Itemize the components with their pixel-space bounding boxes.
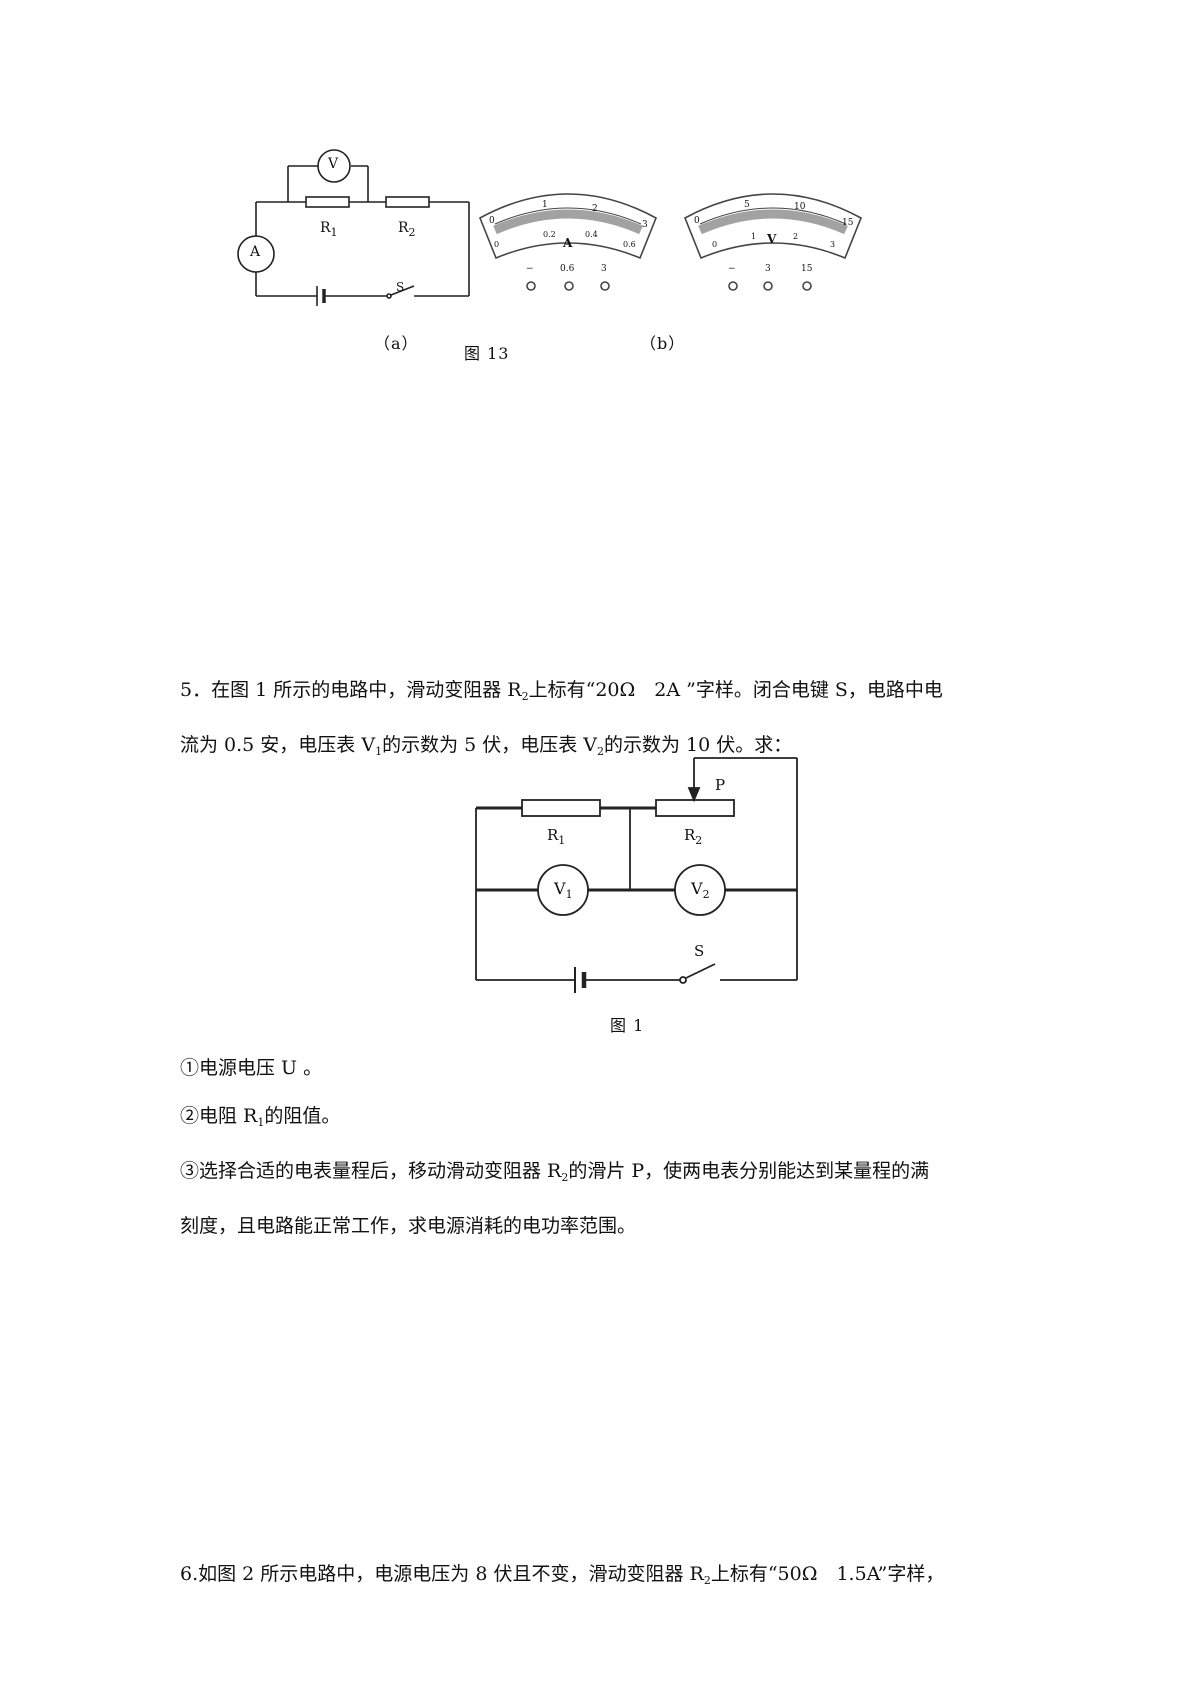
question-6-stem: 6.如图 2 所示电路中，电源电压为 8 伏且不变，滑动变阻器 R2上标有“50… bbox=[180, 1550, 1020, 1605]
figure-13: V A R1 R2 S 0 1 2 3 0 0.2 0.4 0.6 A − 0.… bbox=[0, 0, 1191, 380]
ammeter-top-scale-1: 1 bbox=[542, 200, 548, 210]
voltmeter-top-scale-5: 5 bbox=[744, 200, 750, 210]
ammeter-terminal-0-6: 0.6 bbox=[560, 264, 575, 274]
voltmeter-terminal-neg: − bbox=[728, 264, 736, 274]
ammeter-bottom-scale-1: 0.2 bbox=[543, 230, 556, 239]
q5-line-1: 5．在图 1 所示的电路中，滑动变阻器 R2上标有“20Ω 2A ”字样。闭合电… bbox=[180, 679, 943, 703]
ammeter-bottom-scale-0: 0 bbox=[494, 240, 500, 249]
ammeter-terminal-3: 3 bbox=[601, 264, 607, 274]
voltmeter-bottom-scale-0: 0 bbox=[712, 240, 718, 249]
q5-line-2: 流为 0.5 安，电压表 V1的示数为 5 伏，电压表 V2的示数为 10 伏。… bbox=[180, 734, 793, 758]
fig13-r2-label: R2 bbox=[398, 220, 416, 239]
fig13-switch-label: S bbox=[396, 280, 405, 294]
ammeter-dial bbox=[478, 193, 658, 291]
voltmeter-unit: V bbox=[767, 232, 777, 246]
ammeter-bottom-scale-2: 0.4 bbox=[585, 230, 598, 239]
figure-13-drawing bbox=[237, 149, 863, 306]
fig1-switch-label: S bbox=[694, 942, 705, 960]
ammeter-bottom-scale-3: 0.6 bbox=[623, 240, 636, 249]
fig1-r1-label: R1 bbox=[547, 826, 566, 847]
voltmeter-dial bbox=[683, 193, 863, 291]
question-5-stem: 5．在图 1 所示的电路中，滑动变阻器 R2上标有“20Ω 2A ”字样。闭合电… bbox=[180, 666, 1020, 776]
ammeter-unit: A bbox=[563, 236, 573, 250]
question-5-items: ①电源电压 U 。 ②电阻 R1的阻值。 ③选择合适的电表量程后，移动滑动变阻器… bbox=[180, 1044, 1020, 1250]
q5-item-3: ③选择合适的电表量程后，移动滑动变阻器 R2的滑片 P，使两电表分别能达到某量程… bbox=[180, 1160, 930, 1184]
circuit-a bbox=[237, 149, 470, 306]
voltmeter-bottom-scale-1: 1 bbox=[751, 232, 757, 241]
fig1-v1-label: V1 bbox=[554, 879, 573, 901]
ammeter-terminal-neg: − bbox=[526, 264, 534, 274]
voltmeter-top-scale-10: 10 bbox=[794, 202, 806, 212]
ammeter-top-scale-2: 2 bbox=[592, 204, 598, 214]
voltmeter-top-scale-15: 15 bbox=[842, 218, 854, 228]
q6-line-1: 6.如图 2 所示电路中，电源电压为 8 伏且不变，滑动变阻器 R2上标有“50… bbox=[180, 1563, 945, 1587]
fig13-sub-b: （b） bbox=[640, 334, 686, 353]
voltmeter-bottom-scale-3: 3 bbox=[830, 240, 836, 249]
q5-item-3-cont: 刻度，且电路能正常工作，求电源消耗的电功率范围。 bbox=[180, 1215, 637, 1237]
voltmeter-bottom-scale-2: 2 bbox=[793, 232, 799, 241]
voltmeter-terminal-3: 3 bbox=[765, 264, 771, 274]
fig13-caption: 图 13 bbox=[464, 344, 510, 363]
fig1-v2-label: V2 bbox=[691, 879, 710, 901]
q5-item-2: ②电阻 R1的阻值。 bbox=[180, 1105, 341, 1129]
ammeter-top-scale-0: 0 bbox=[489, 216, 495, 226]
ammeter-top-scale-3: 3 bbox=[642, 220, 648, 230]
fig13-r1-label: R1 bbox=[320, 220, 338, 239]
voltmeter-terminal-15: 15 bbox=[801, 264, 813, 274]
voltmeter-top-scale-0: 0 bbox=[694, 216, 700, 226]
fig13-voltmeter-label: V bbox=[328, 156, 339, 172]
fig1-r2-label: R2 bbox=[684, 826, 703, 847]
fig13-sub-a: （a） bbox=[374, 334, 419, 353]
fig1-slider-label: P bbox=[715, 776, 726, 794]
figure-1-drawing bbox=[475, 757, 798, 993]
fig13-ammeter-label: A bbox=[250, 244, 261, 260]
fig1-caption: 图 1 bbox=[610, 1016, 645, 1035]
figure-1: P R1 R2 V1 V2 S 图 1 bbox=[0, 740, 1191, 1040]
q5-item-1: ①电源电压 U 。 bbox=[180, 1057, 323, 1079]
